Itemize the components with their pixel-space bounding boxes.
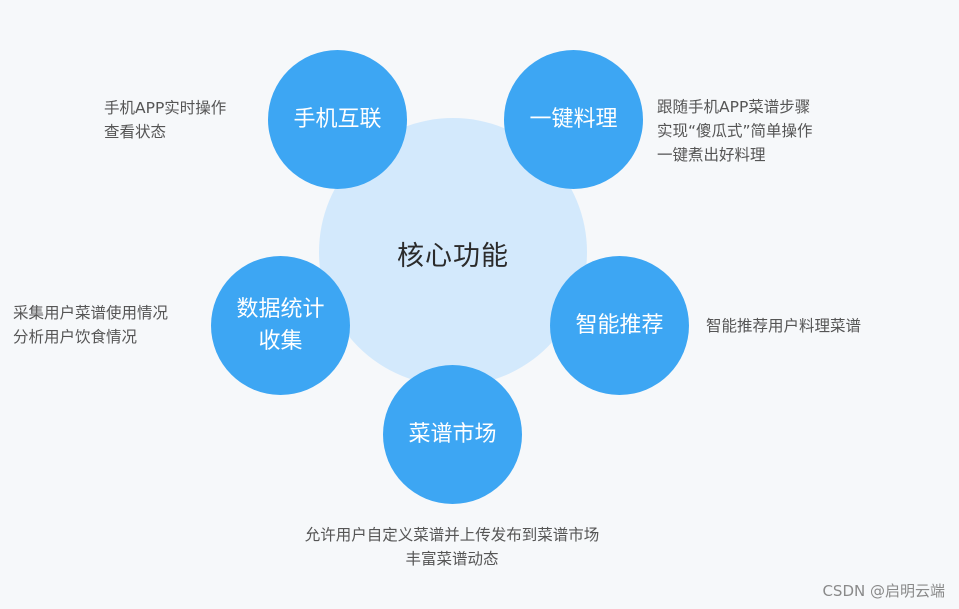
node-phone-connect[interactable]: 手机互联 [268, 50, 407, 189]
desc-data-stats: 采集用户菜谱使用情况 分析用户饮食情况 [13, 301, 168, 349]
desc-line: 丰富菜谱动态 [405, 550, 499, 568]
node-recipe-market[interactable]: 菜谱市场 [383, 365, 522, 504]
desc-line: 手机APP实时操作 [104, 99, 227, 117]
node-one-key-cook-label: 一键料理 [529, 106, 618, 132]
node-recipe-market-label: 菜谱市场 [408, 421, 497, 447]
node-data-stats-label-line2: 收集 [258, 328, 303, 354]
node-smart-recommend[interactable]: 智能推荐 [550, 256, 689, 395]
desc-smart-recommend: 智能推荐用户料理菜谱 [706, 314, 861, 338]
desc-line: 查看状态 [104, 123, 167, 141]
core-function-label: 核心功能 [397, 240, 509, 272]
desc-phone-connect: 手机APP实时操作 查看状态 [104, 96, 226, 144]
node-phone-connect-label: 手机互联 [293, 106, 382, 132]
desc-recipe-market: 允许用户自定义菜谱并上传发布到菜谱市场 丰富菜谱动态 [280, 523, 624, 571]
node-data-stats-label-line1: 数据统计 [236, 296, 325, 322]
desc-line: 采集用户菜谱使用情况 [13, 304, 169, 322]
desc-one-key-cook: 跟随手机APP菜谱步骤 实现“傻瓜式”简单操作 一键煮出好料理 [657, 95, 813, 167]
node-smart-recommend-label: 智能推荐 [575, 312, 664, 338]
desc-line: 允许用户自定义菜谱并上传发布到菜谱市场 [304, 526, 600, 544]
desc-line: 实现“傻瓜式”简单操作 [657, 122, 813, 140]
desc-line: 智能推荐用户料理菜谱 [706, 317, 862, 335]
node-one-key-cook[interactable]: 一键料理 [504, 50, 643, 189]
desc-line: 一键煮出好料理 [657, 146, 766, 164]
desc-line: 分析用户饮食情况 [13, 328, 138, 346]
node-data-stats[interactable]: 数据统计 收集 [211, 256, 350, 395]
watermark: CSDN @启明云端 [822, 582, 945, 600]
desc-line: 跟随手机APP菜谱步骤 [657, 98, 811, 116]
